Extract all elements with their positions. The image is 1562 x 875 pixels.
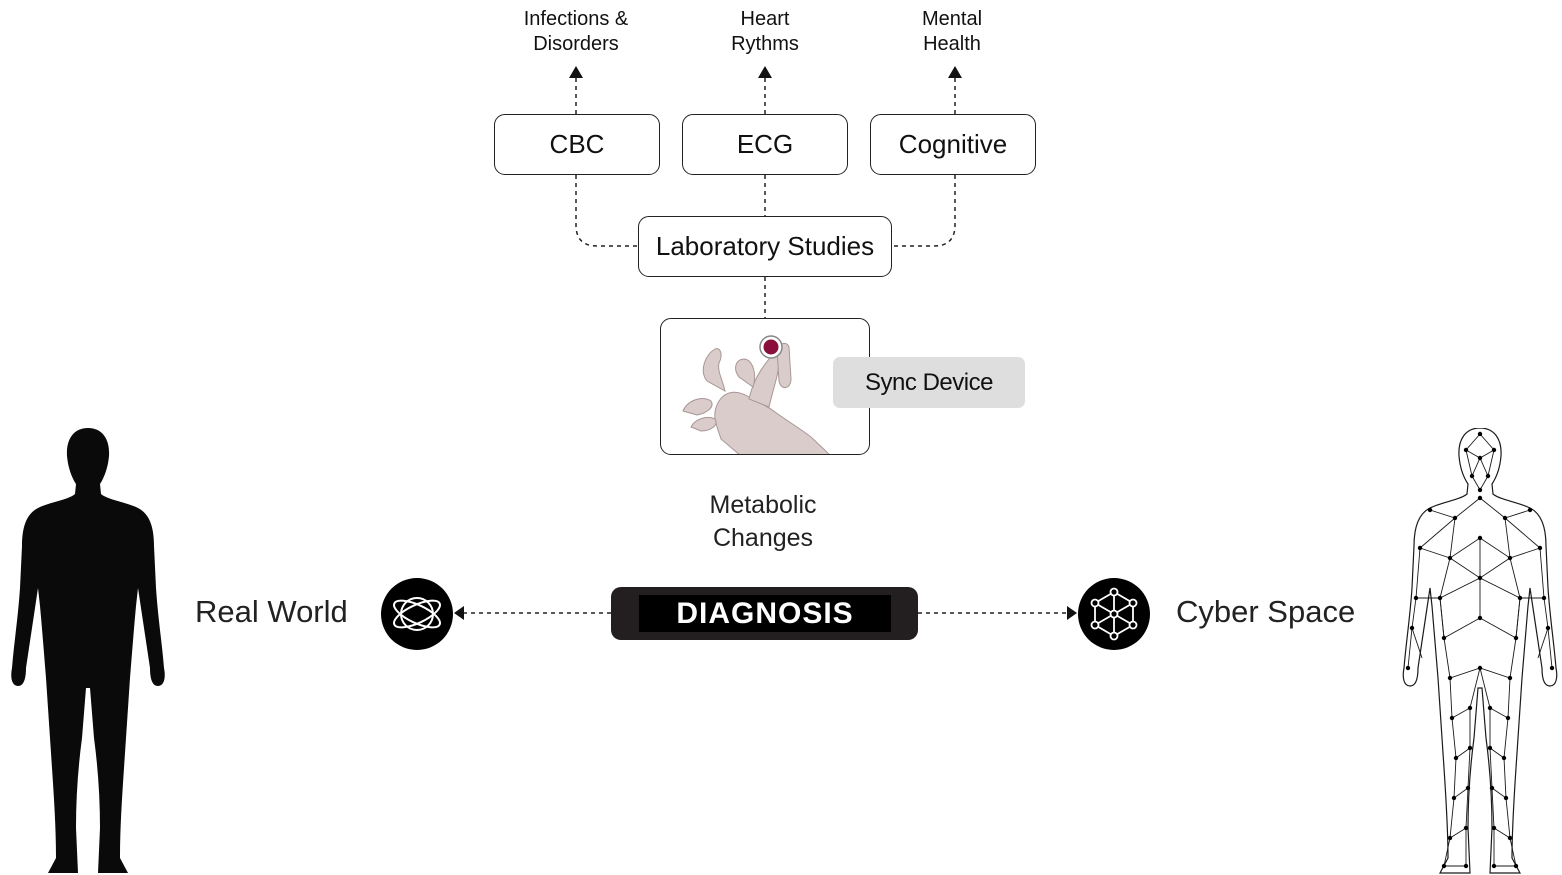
wireframe-body-icon: [1402, 428, 1558, 874]
laboratory-studies-box: Laboratory Studies: [638, 216, 892, 277]
hand-with-sensor-icon: [682, 335, 830, 454]
cbc-label: CBC: [549, 129, 605, 159]
cyber-space-label: Cyber Space: [1176, 594, 1356, 629]
outcome-mental-label: Mental Health: [921, 8, 983, 55]
sync-device-label: Sync Device: [865, 368, 993, 396]
cbc-box: CBC: [494, 114, 660, 175]
sync-device-badge: Sync Device: [833, 357, 1025, 408]
diagnosis-banner: DIAGNOSIS: [611, 587, 918, 640]
diagnosis-label: DIAGNOSIS: [639, 595, 891, 632]
metabolic-changes-label: Metabolic Changes: [709, 491, 817, 552]
ecg-label: ECG: [736, 129, 794, 159]
orbit-globe-icon: [381, 578, 453, 650]
outcome-infections-label: Infections & Disorders: [523, 8, 629, 55]
ecg-box: ECG: [682, 114, 848, 175]
cognitive-label: Cognitive: [898, 129, 1008, 159]
network-cube-icon: [1078, 578, 1150, 650]
real-world-label: Real World: [195, 594, 348, 629]
laboratory-studies-label: Laboratory Studies: [655, 231, 875, 261]
outcome-heart-label: Heart Rythms: [731, 8, 799, 55]
cognitive-box: Cognitive: [870, 114, 1036, 175]
human-silhouette-icon: [11, 428, 165, 873]
